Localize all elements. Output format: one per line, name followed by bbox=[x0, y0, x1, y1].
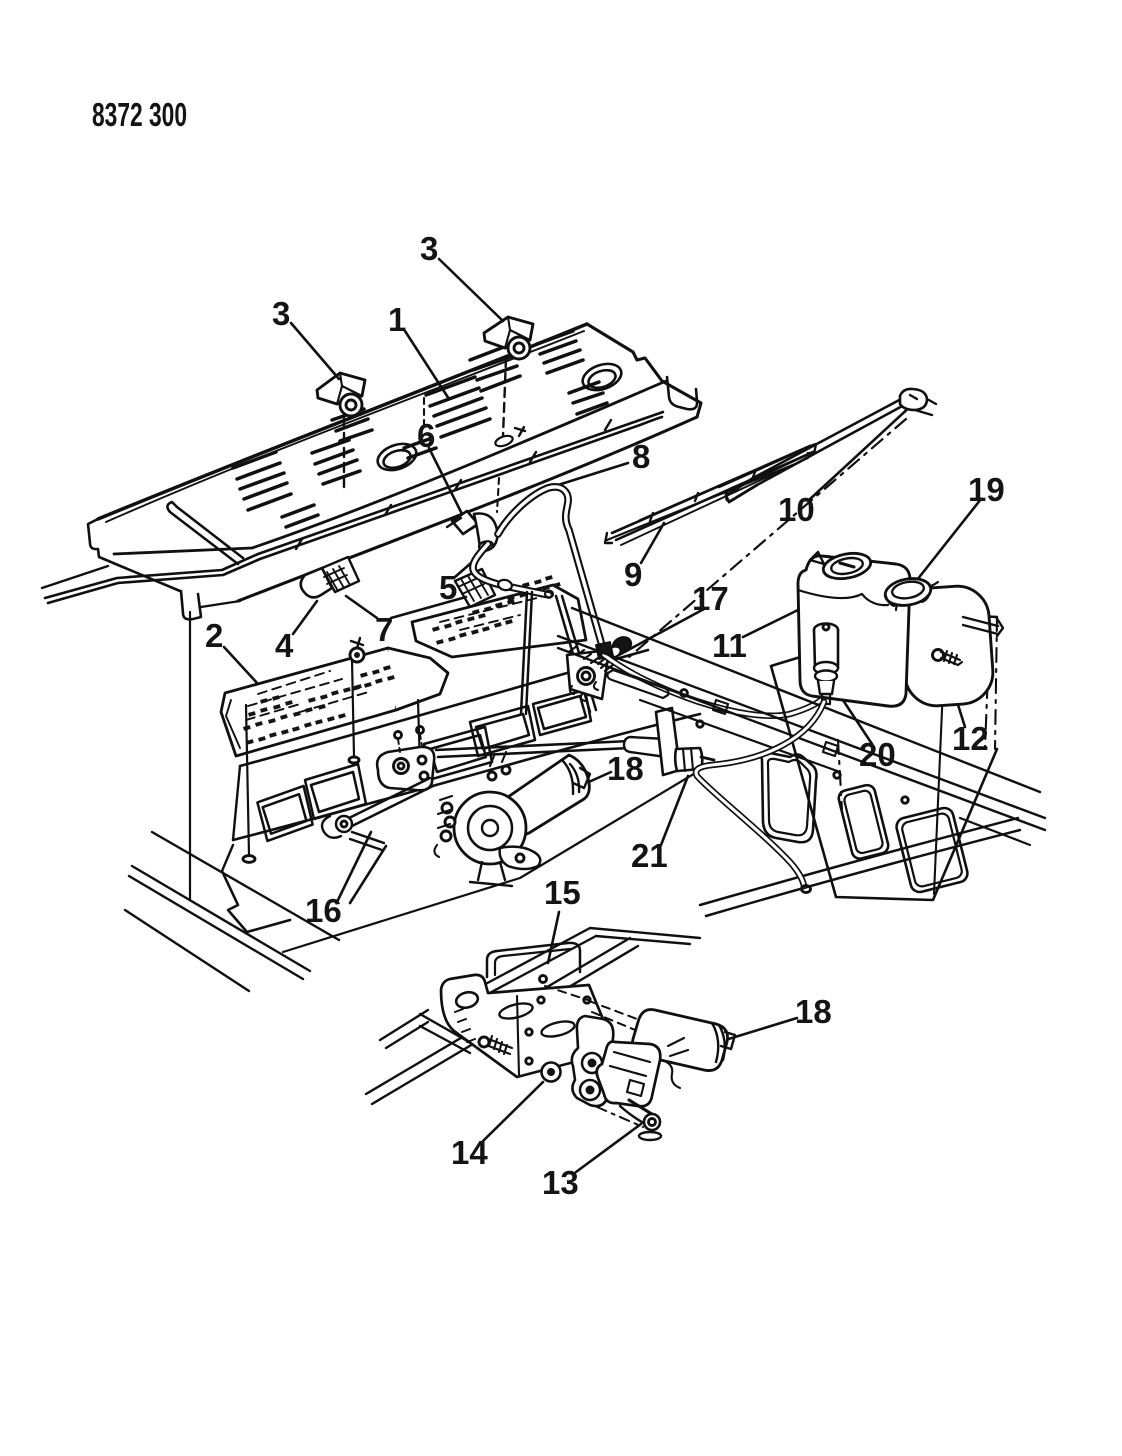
svg-text:15: 15 bbox=[544, 874, 581, 911]
svg-text:11: 11 bbox=[712, 627, 747, 664]
svg-text:9: 9 bbox=[624, 556, 642, 593]
svg-text:18: 18 bbox=[607, 750, 644, 787]
svg-text:1: 1 bbox=[388, 301, 406, 338]
svg-text:18: 18 bbox=[795, 993, 832, 1030]
svg-text:8372 300: 8372 300 bbox=[92, 96, 187, 133]
svg-text:4: 4 bbox=[275, 627, 294, 664]
svg-text:13: 13 bbox=[542, 1164, 579, 1201]
svg-text:6: 6 bbox=[417, 417, 435, 454]
svg-text:3: 3 bbox=[272, 295, 290, 332]
svg-text:7: 7 bbox=[375, 611, 393, 648]
svg-text:5: 5 bbox=[439, 569, 457, 606]
svg-text:19: 19 bbox=[968, 471, 1005, 508]
svg-text:10: 10 bbox=[778, 491, 815, 528]
svg-text:3: 3 bbox=[420, 230, 438, 267]
svg-text:8: 8 bbox=[632, 438, 650, 475]
svg-text:2: 2 bbox=[205, 617, 223, 654]
svg-text:12: 12 bbox=[952, 720, 989, 757]
